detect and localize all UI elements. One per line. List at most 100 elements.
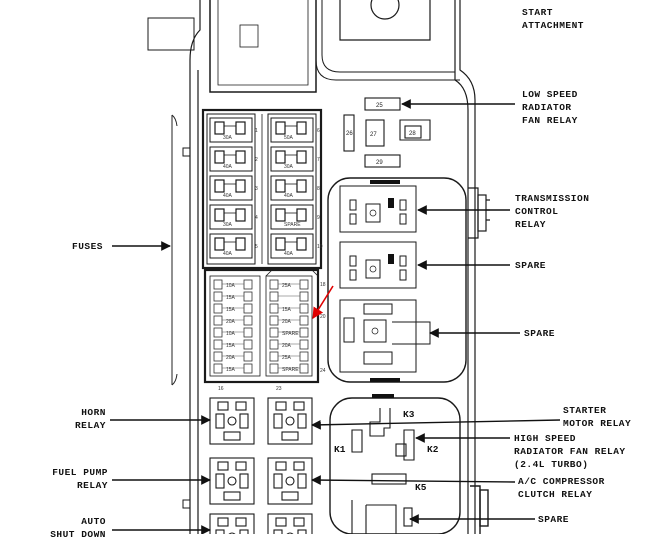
upper-fuse-cells: 30A140A240A330A440A550A630A740A8SPARE940… (209, 117, 323, 259)
fuse-position: 4 (255, 215, 258, 221)
fuse-number: 23 (276, 386, 282, 392)
horn-fuelpump-relays (209, 397, 313, 541)
label-fuel-pump-relay: FUEL PUMP RELAY (52, 467, 108, 491)
fuse-cell: 40A (209, 146, 253, 172)
fuse-cell: 50A (270, 117, 314, 143)
fuse-rating: 50A (284, 135, 294, 141)
label-spare-2: SPARE (524, 328, 556, 339)
fuse-rating: 40A (223, 193, 233, 199)
fuse-cell: 40A (270, 233, 314, 259)
fuse-position: 6 (317, 128, 320, 134)
mini-fuse-cell: 10A (213, 327, 253, 338)
low-speed-fan-relay (343, 97, 431, 168)
label-spare-1: SPARE (515, 260, 547, 271)
relay-id-k1: K1 (334, 444, 346, 455)
label-horn-relay: HORN RELAY (74, 407, 106, 431)
relay-id-k5: K5 (415, 482, 427, 493)
fuse-cell: 40A (270, 175, 314, 201)
fuse-position: 1 (255, 128, 258, 134)
fuse-number: 20 (320, 314, 326, 320)
arrow-starter (311, 419, 561, 430)
mini-fuse-cell: 20A (213, 315, 253, 326)
fuse-position: 2 (255, 157, 258, 163)
mini-fuse-rating: SPARE (282, 331, 299, 337)
label-start-attachment: START ATTACHMENT (522, 7, 585, 31)
red-marker-arrow (312, 285, 334, 319)
relay-contacts (349, 254, 407, 281)
transmission-relay-connector (468, 187, 490, 239)
fuse-number: 16 (218, 386, 224, 392)
mini-fuse-cell: 15A (213, 363, 253, 374)
relay-block (209, 457, 255, 505)
mini-fuse-cell: 20A (213, 351, 253, 362)
fuse-position: 8 (317, 186, 320, 192)
mini-fuse-rating: 15A (226, 367, 236, 373)
mini-fuse-cell: 15A (213, 291, 253, 302)
relay-id-k3: K3 (403, 409, 415, 420)
mini-fuse-rating: 20A (226, 355, 236, 361)
fuse-position: 7 (317, 157, 320, 163)
mini-fuse-cell (269, 291, 309, 302)
mini-fuse-rating: 20A (282, 319, 292, 325)
fuse-cell: 40A (209, 233, 253, 259)
fuse-rating: 30A (223, 222, 233, 228)
mini-fuse-cell: SPARE (269, 363, 309, 374)
mini-fuse-rating: 10A (226, 283, 236, 289)
fuse-cell: 30A (209, 204, 253, 230)
label-ac-compressor-relay: A/C COMPRESSOR CLUTCH RELAY (518, 476, 605, 500)
relay-center-enclosure (327, 177, 467, 383)
lower-fuse-block (203, 268, 320, 384)
mini-fuse-rating: 15A (282, 307, 292, 313)
fuse-rating: 30A (284, 164, 294, 170)
mini-fuse-cell: 20A (269, 339, 309, 350)
leader-arrows (110, 99, 561, 535)
fuse-rating: 40A (223, 164, 233, 170)
fuse-position: 10 (317, 244, 323, 250)
fuse-rating: 40A (284, 193, 294, 199)
pin-27: 27 (370, 132, 377, 138)
label-spare-3: SPARE (538, 514, 570, 525)
relay-block (209, 397, 255, 445)
label-low-speed-fan-relay: LOW SPEED RADIATOR FAN RELAY (522, 89, 578, 126)
relay-block (267, 513, 313, 541)
relay-contacts (343, 303, 431, 365)
fuse-cell: 30A (270, 146, 314, 172)
label-fuses: FUSES (72, 241, 104, 252)
relay-contact-shapes (343, 198, 431, 365)
mini-fuse-rating: 20A (226, 319, 236, 325)
mini-fuse-cell: 10A (213, 279, 253, 290)
mini-fuse-rating: 25A (282, 283, 292, 289)
fuse-rating: 30A (223, 135, 233, 141)
fuse-cell: 40A (209, 175, 253, 201)
mini-fuse-rating: 20A (282, 343, 292, 349)
fuse-position: 5 (255, 244, 258, 250)
fuse-cell: 30A (209, 117, 253, 143)
mini-fuse-cell: 25A (269, 279, 309, 290)
arrow-ac (311, 475, 516, 485)
mini-fuse-cell: 15A (213, 339, 253, 350)
fuse-rating: SPARE (284, 222, 301, 228)
relay-contacts (349, 198, 407, 225)
fuse-rating: 40A (223, 251, 233, 257)
mini-fuse-rating: 15A (226, 295, 236, 301)
label-transmission-relay: TRANSMISSION CONTROL RELAY (515, 193, 590, 230)
mini-fuse-rating: 15A (226, 343, 236, 349)
relay-id-k2: K2 (427, 444, 439, 455)
fuse-rating: 40A (284, 251, 294, 257)
mini-fuse-rating: 25A (282, 355, 292, 361)
mini-fuse-cell: 20A (269, 315, 309, 326)
fuse-cell: SPARE (270, 204, 314, 230)
mini-fuse-rating: SPARE (282, 367, 299, 373)
lower-fuse-cells: 10A15A15A20A10A15A20A15A25A15A20ASPARE20… (213, 279, 326, 392)
upper-fuse-block (201, 108, 323, 270)
label-starter-motor-relay: STARTER MOTOR RELAY (563, 405, 632, 429)
mini-fuse-cell: SPARE (269, 327, 309, 338)
fuse-position: 3 (255, 186, 258, 192)
relay-block (267, 397, 313, 445)
fuse-number: 24 (320, 368, 326, 374)
fuse-number: 18 (320, 282, 326, 288)
mini-fuse-cell: 25A (269, 351, 309, 362)
pin-25: 25 (376, 103, 383, 109)
